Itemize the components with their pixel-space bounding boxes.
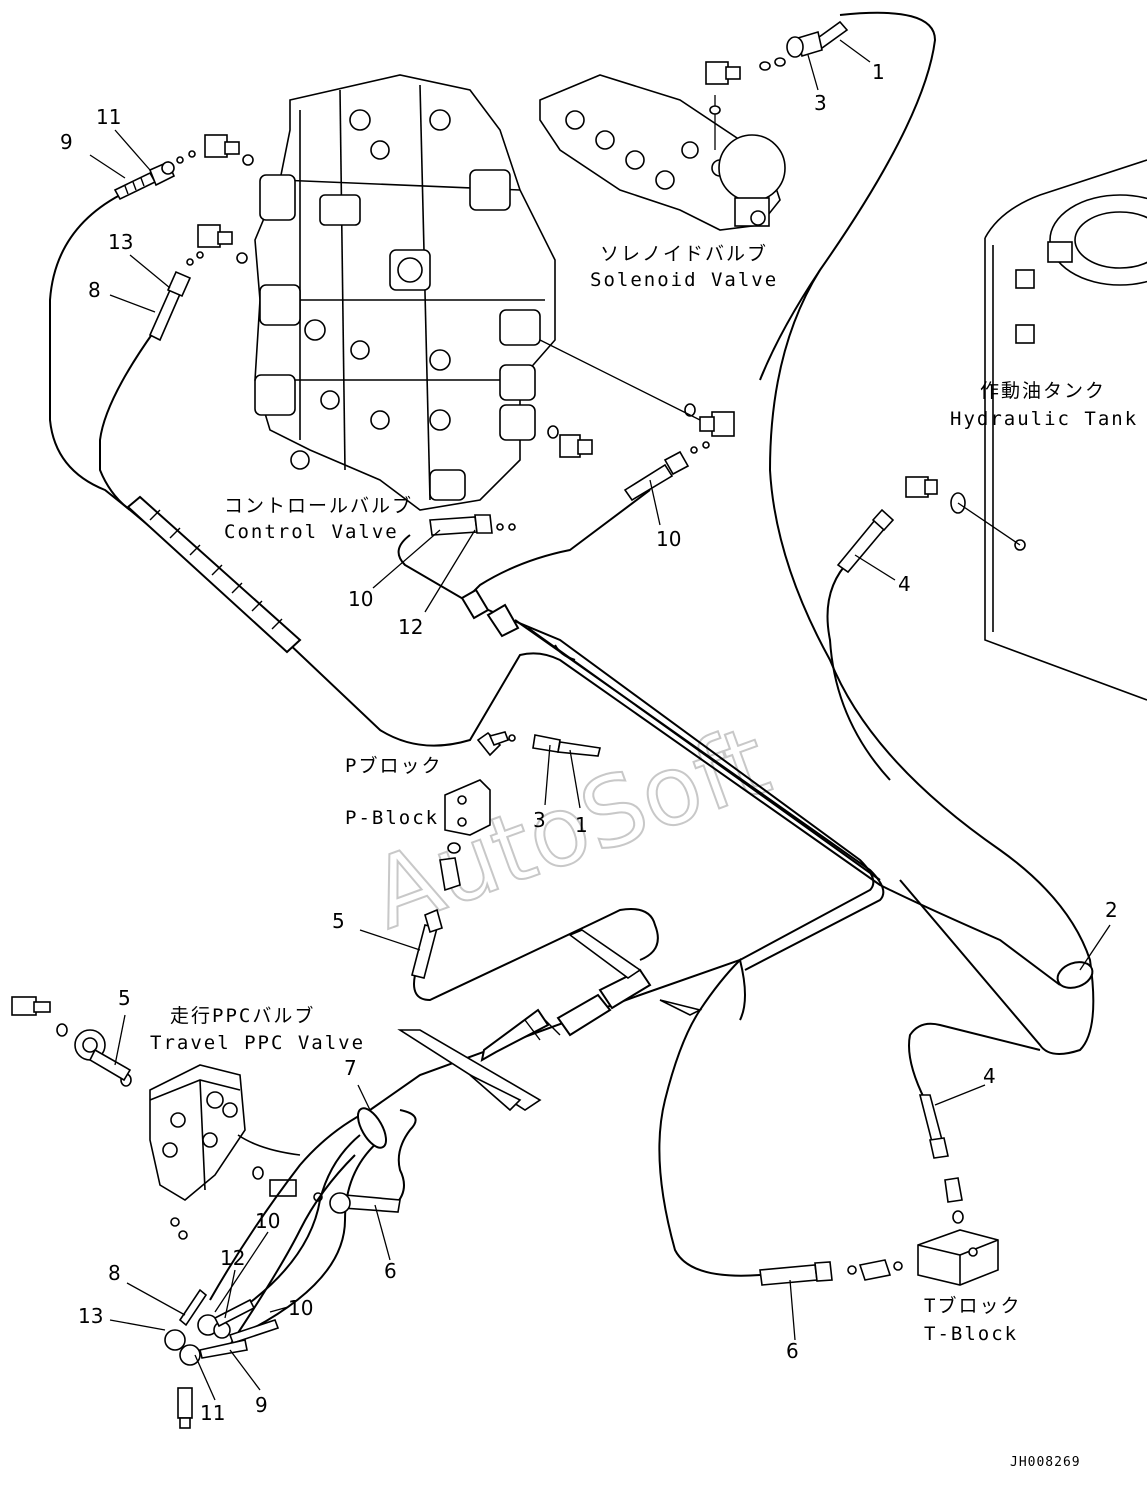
t-block-label-jp: Tブロック [924,1294,1021,1317]
control-valve-label-en: Control Valve [224,521,399,543]
hydraulic-tank-label-en: Hydraulic Tank [950,408,1138,430]
callout-12-middle: 12 [398,615,423,639]
control-valve [197,74,735,511]
callout-8-top-left: 8 [88,278,101,302]
callout-10-lower-2: 10 [288,1296,313,1320]
callout-9-lower: 9 [255,1393,268,1417]
callout-4-upper: 4 [898,572,911,596]
callout-4-lower: 4 [983,1064,996,1088]
callout-1-top: 1 [872,60,885,84]
callout-6-lower: 6 [786,1339,799,1363]
solenoid-valve-label-en: Solenoid Valve [590,269,778,291]
t-block [847,1177,999,1286]
solenoid-valve [539,57,786,231]
callout-11-lower: 11 [200,1401,225,1425]
callout-12-lower: 12 [220,1246,245,1270]
callout-numbers: 1 3 11 9 13 8 10 10 12 4 3 1 5 2 5 7 4 6… [60,60,1118,1425]
callout-6-left: 6 [384,1259,397,1283]
hoses [49,11,1095,1346]
callout-3-top: 3 [814,91,827,115]
hydraulic-tank [905,159,1147,701]
solenoid-valve-label-jp: ソレノイドバルブ [600,242,768,265]
callout-11-top-left: 11 [96,105,121,129]
callout-13-top-left: 13 [108,230,133,254]
p-block-label-jp: Pブロック [345,754,442,777]
control-valve-label-jp: コントロールバルブ [224,494,413,517]
hose-fittings [88,20,949,1366]
callout-3-middle: 3 [533,808,546,832]
callout-5-left: 5 [118,986,131,1010]
callout-5-p-block: 5 [332,909,345,933]
leader-lines [89,39,1111,1401]
callout-9-top-left: 9 [60,130,73,154]
p-block-label-en: P-Block [345,807,439,829]
callout-1-middle: 1 [575,813,588,837]
callout-8-lower: 8 [108,1261,121,1285]
hydraulic-tank-label-jp: 作動油タンク [980,380,1106,402]
drawing-code: JH008269 [1010,1455,1081,1470]
travel-ppc-valve-label-jp: 走行PPCバルブ [170,1004,315,1027]
callout-10-lower-1: 10 [255,1209,280,1233]
t-block-label-en: T-Block [924,1323,1018,1345]
travel-ppc-valve-label-en: Travel PPC Valve [150,1032,365,1054]
callout-7: 7 [344,1056,357,1080]
callout-2: 2 [1105,898,1118,922]
callout-13-lower: 13 [78,1304,103,1328]
p-block [439,731,516,892]
callout-10-upper-right: 10 [656,527,681,551]
callout-10-middle: 10 [348,587,373,611]
